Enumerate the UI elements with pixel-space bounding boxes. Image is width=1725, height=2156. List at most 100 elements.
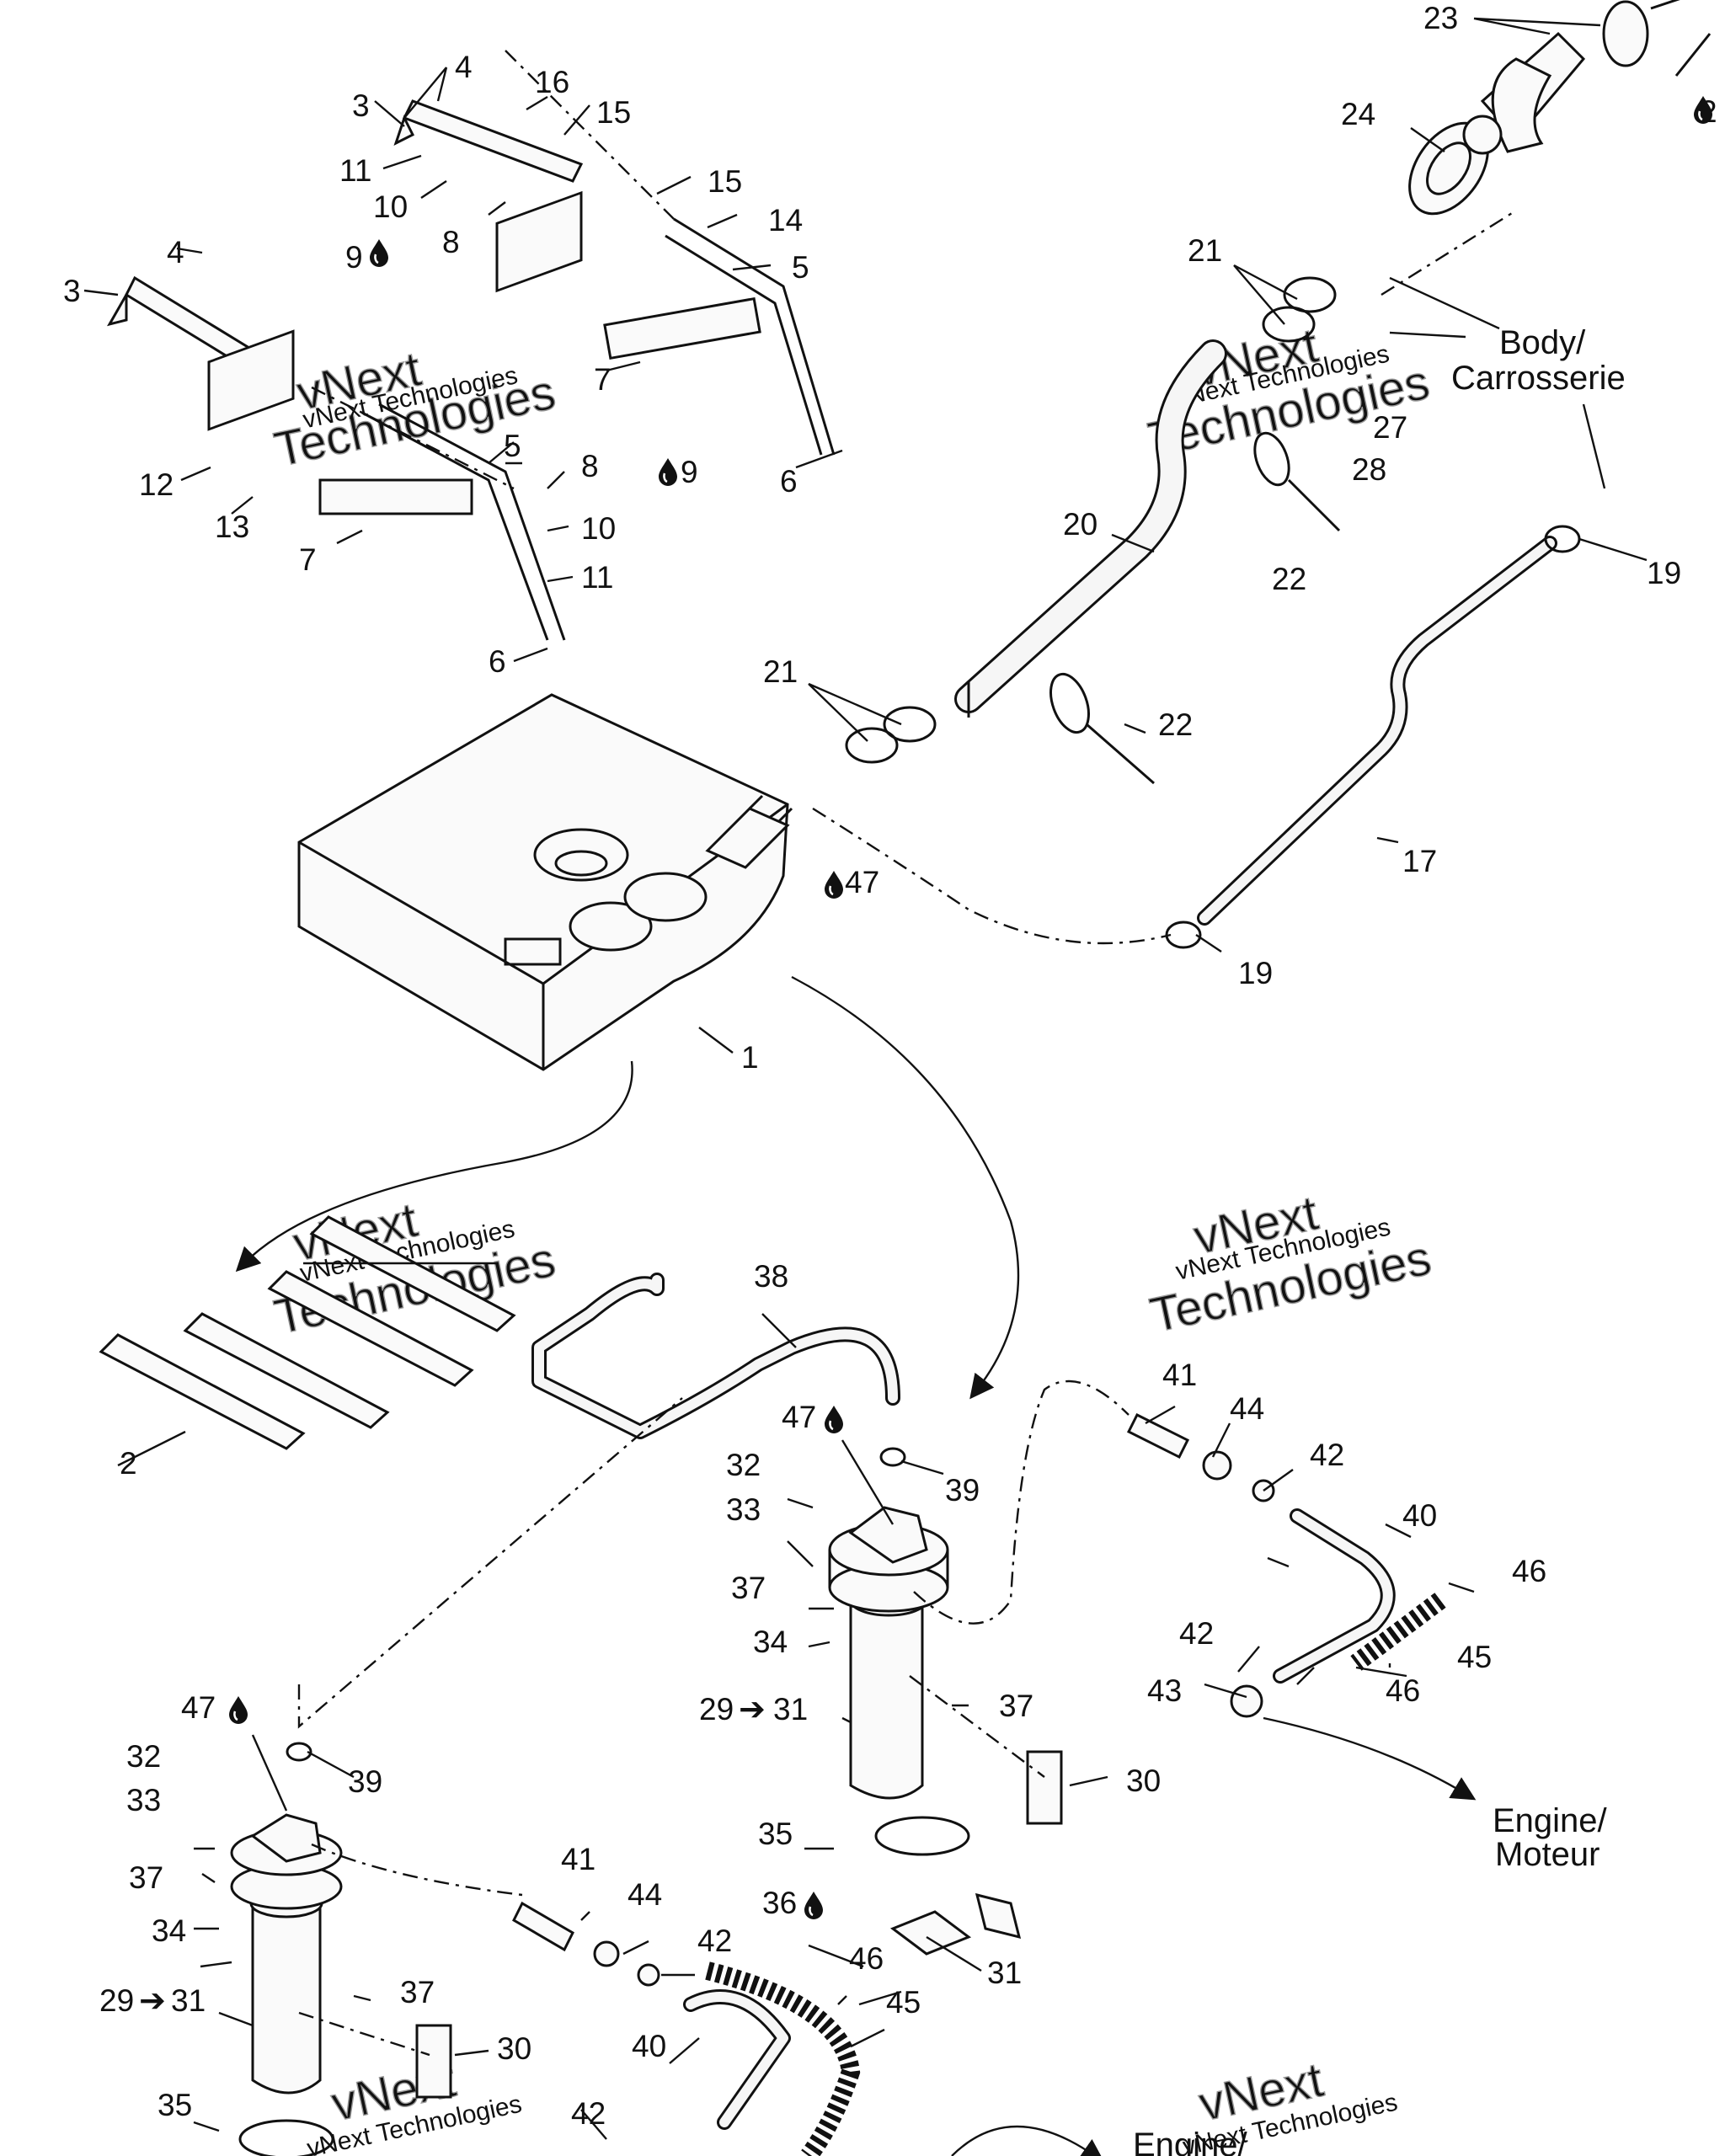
callout-27: 27 — [1373, 410, 1407, 445]
callout-6: 6 — [780, 464, 798, 499]
mounting-straps — [106, 99, 836, 641]
callout-23: 23 — [1423, 1, 1458, 35]
callout-38: 38 — [754, 1259, 788, 1294]
assembly-lines — [297, 50, 1517, 2057]
callout-42: 42 — [1179, 1616, 1214, 1651]
callout-8: 8 — [442, 225, 460, 259]
vent-hose — [1197, 536, 1557, 926]
callout-14: 14 — [768, 203, 803, 237]
callout-30: 30 — [1126, 1764, 1161, 1798]
callout-44: 44 — [1230, 1391, 1264, 1426]
callout-37: 37 — [129, 1860, 163, 1895]
oil-drop-icon — [803, 1890, 825, 1921]
reference-arrows — [235, 975, 1477, 2156]
callout-11: 11 — [581, 560, 613, 595]
callout-42: 42 — [1310, 1438, 1344, 1472]
callout-35: 35 — [758, 1817, 793, 1851]
engine-label: Engine/ — [1493, 1802, 1608, 1839]
callout-17: 17 — [1402, 844, 1437, 878]
callout-47: 47 — [845, 865, 879, 899]
callout-2: 2 — [120, 1446, 137, 1481]
right-arrow-icon: ➔ — [739, 1692, 766, 1727]
callout-42: 42 — [571, 2096, 606, 2131]
callout-37: 37 — [731, 1571, 766, 1605]
callout-47: 47 — [782, 1400, 816, 1434]
callout-13: 13 — [215, 510, 249, 544]
body-label-fr: Carrosserie — [1451, 360, 1626, 397]
leader-lines — [83, 17, 1648, 2140]
callout-28: 28 — [1352, 452, 1386, 487]
callout-4: 4 — [455, 50, 473, 84]
callout-42: 42 — [697, 1924, 732, 1958]
filler-hose — [954, 339, 1227, 718]
callout-33: 33 — [726, 1492, 761, 1527]
engine-label-fr: Moteur — [1495, 1836, 1600, 1873]
watermark: vNext Technologies vNext Technologies — [1145, 1185, 1436, 1344]
callout-37: 37 — [400, 1975, 435, 2009]
callout-22: 22 — [1158, 707, 1193, 742]
callout-6: 6 — [489, 644, 506, 679]
callout-31: 31 — [987, 1956, 1022, 1990]
callout-11: 11 — [339, 153, 371, 188]
callout-19: 19 — [1238, 956, 1273, 990]
callout-46: 46 — [1512, 1554, 1546, 1588]
callout-45: 45 — [886, 1985, 921, 2020]
callout-47: 47 — [181, 1690, 216, 1725]
callout-22: 22 — [1272, 562, 1306, 596]
callout-3: 3 — [352, 88, 370, 123]
right-arrow-icon: ➔ — [139, 1983, 166, 2019]
callout-34: 34 — [152, 1913, 186, 1948]
fuel-pump-left — [230, 1813, 343, 2156]
callout-40: 40 — [632, 2029, 666, 2063]
oil-drop-icon — [368, 237, 390, 269]
fuel-pump-center — [828, 1506, 970, 1856]
callout-39: 39 — [945, 1473, 980, 1508]
callout-15: 15 — [596, 95, 631, 130]
callout-8: 8 — [581, 449, 599, 483]
callout-46: 46 — [849, 1941, 884, 1976]
oil-drop-icon — [227, 1694, 249, 1726]
oil-drop-icon — [657, 456, 679, 488]
callout-7: 7 — [594, 362, 611, 397]
callout-32: 32 — [126, 1739, 161, 1774]
callout-21: 21 — [763, 654, 798, 689]
part-callouts: 23 24 21 28 27 22 20 19 22 21 17 19 1 4 … — [63, 1, 1717, 2131]
callout-10: 10 — [373, 189, 408, 224]
callout-32: 32 — [726, 1448, 761, 1482]
tank-pads — [99, 1215, 516, 1450]
callout-30: 30 — [497, 2031, 531, 2066]
callout-37: 37 — [999, 1689, 1033, 1723]
fuel-tank — [297, 693, 793, 1071]
engine-fuel-line — [415, 1412, 1446, 2156]
engine-label: Engine/ — [1133, 2127, 1248, 2156]
callout-4: 4 — [167, 235, 184, 270]
callout-46: 46 — [1386, 1673, 1420, 1708]
callout-35: 35 — [158, 2088, 192, 2122]
callout-41: 41 — [1162, 1358, 1197, 1392]
watermark: vNext Technologies vNext Technologies — [269, 1192, 560, 1345]
callout-9: 9 — [345, 240, 363, 275]
watermark: vNext vNext Technologies — [305, 2052, 525, 2156]
callout-10: 10 — [581, 511, 616, 546]
callout-1: 1 — [741, 1040, 759, 1075]
callout-31: 31 — [171, 1983, 206, 2018]
callout-21: 21 — [1188, 233, 1222, 268]
callout-45: 45 — [1457, 1640, 1492, 1674]
oil-drop-icon — [823, 869, 845, 900]
callout-34: 34 — [753, 1625, 788, 1659]
filler-neck — [1408, 0, 1712, 216]
callout-31: 31 — [773, 1692, 808, 1726]
callout-41: 41 — [561, 1842, 595, 1876]
callout-5: 5 — [792, 250, 809, 285]
callout-5: 5 — [504, 429, 521, 463]
callout-29: 29 — [99, 1983, 134, 2018]
oil-drop-icon — [823, 1404, 845, 1435]
callout-40: 40 — [1402, 1498, 1437, 1533]
callout-20: 20 — [1063, 507, 1097, 542]
return-line — [531, 1273, 900, 1439]
callout-43: 43 — [1147, 1673, 1182, 1708]
callout-36: 36 — [762, 1886, 797, 1920]
callout-3: 3 — [63, 274, 81, 308]
callout-9: 9 — [681, 455, 698, 489]
